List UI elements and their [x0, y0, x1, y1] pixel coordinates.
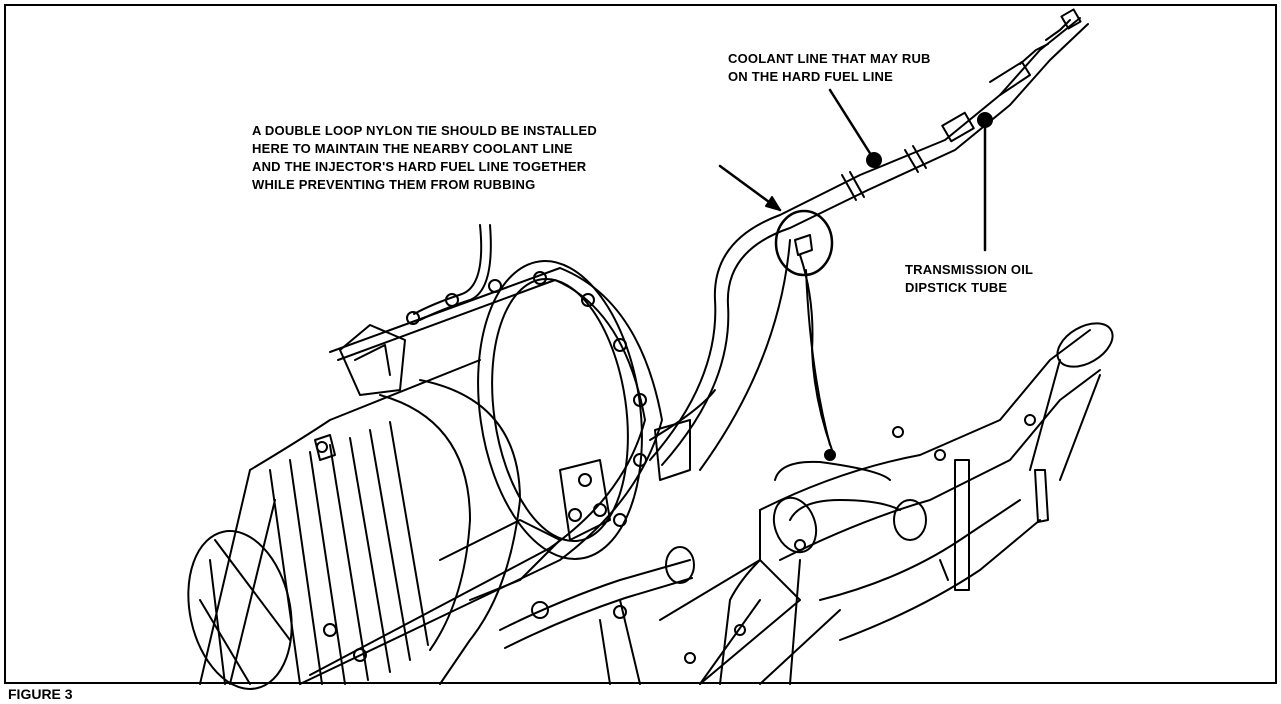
leader-arrowhead — [765, 196, 781, 211]
coolant-line-callout: COOLANT LINE THAT MAY RUB ON THE HARD FU… — [728, 51, 931, 84]
wire-harness — [413, 224, 492, 321]
lower-center-components — [439, 419, 695, 685]
fuel-and-coolant-lines — [649, 8, 1089, 471]
figure-label: FIGURE 3 — [8, 686, 73, 702]
leader-lines — [718, 88, 987, 252]
nylon-tie-highlight-circle — [774, 209, 834, 277]
leader-coolant — [828, 88, 875, 160]
dipstick-tube-callout: TRANSMISSION OIL DIPSTICK TUBE — [905, 262, 1034, 295]
transmission-housing — [187, 260, 663, 690]
nylon-tie-callout: A DOUBLE LOOP NYLON TIE SHOULD BE INSTAL… — [252, 123, 597, 192]
crossmember-and-exhaust — [659, 322, 1114, 685]
